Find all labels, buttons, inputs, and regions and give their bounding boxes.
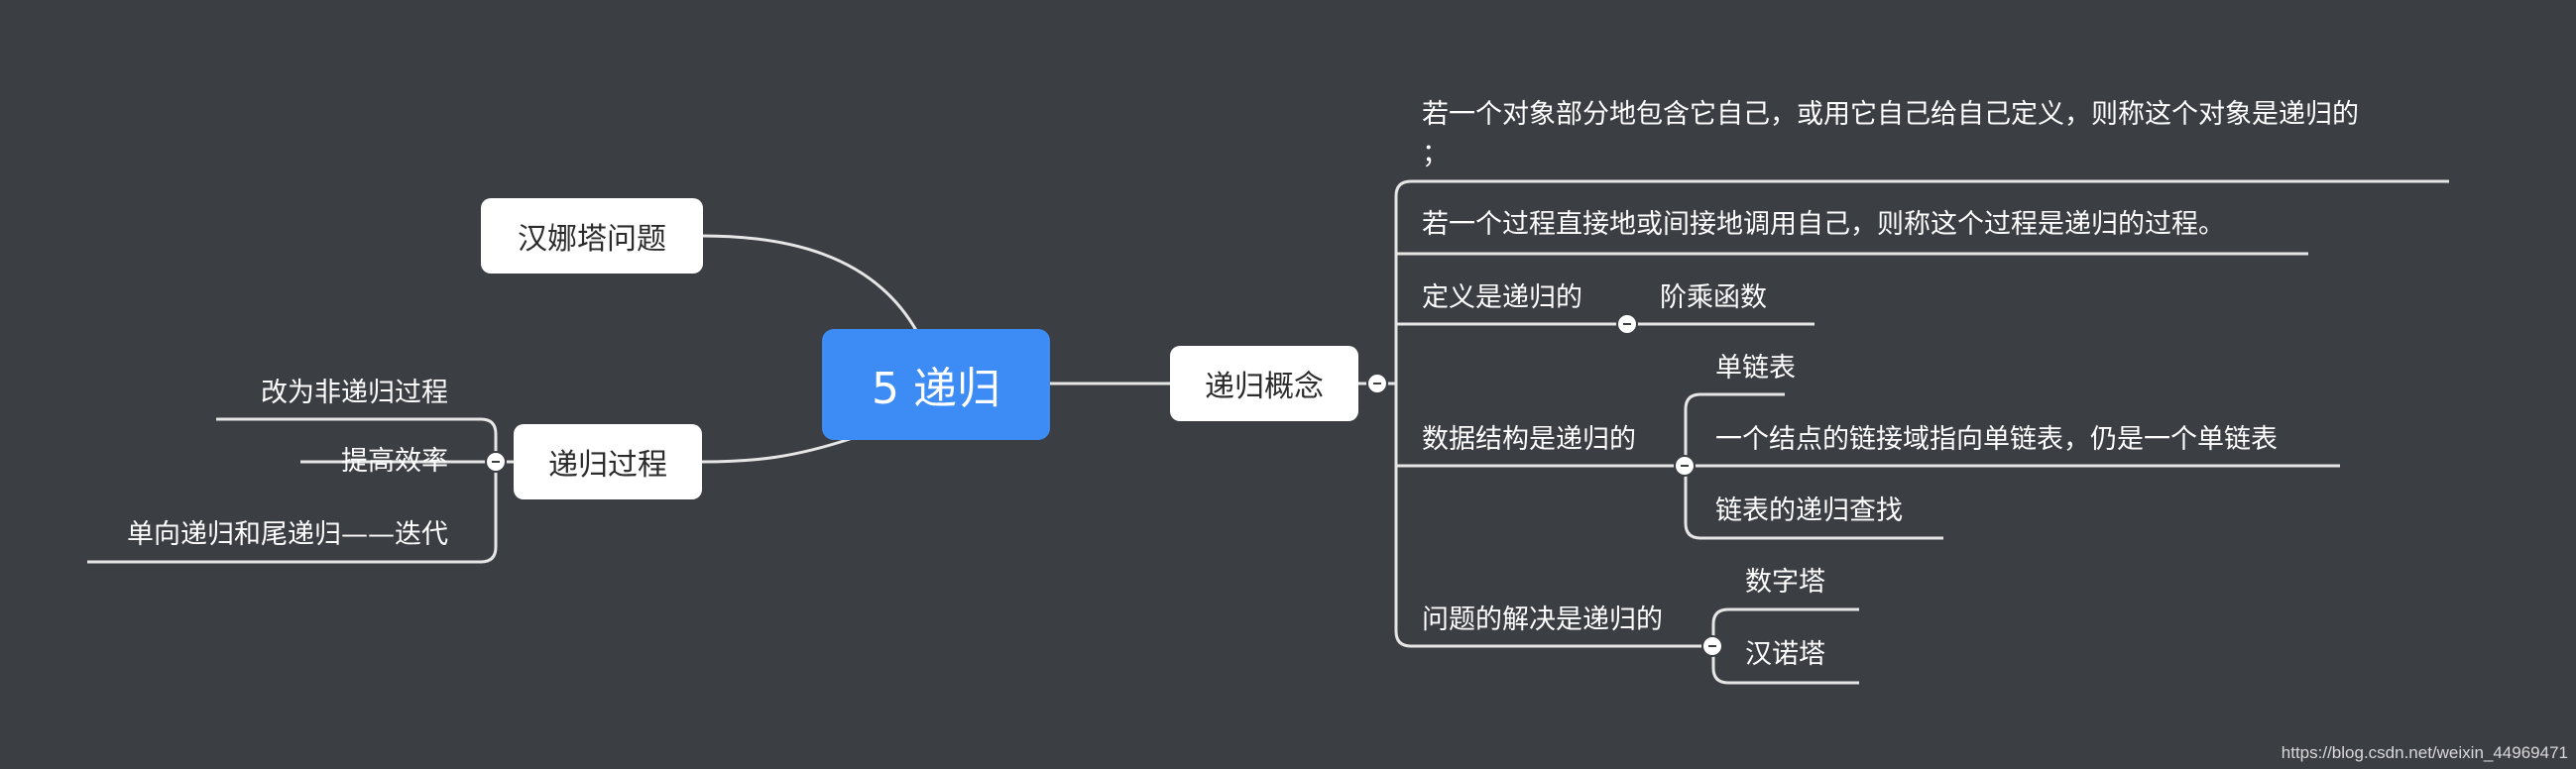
bracket-concept-bottom [1394,466,1713,648]
link-root-hanoi [701,234,919,333]
topic-recursion-process[interactable]: 递归过程 [514,424,702,499]
root-node[interactable]: 5 递归 [822,329,1050,440]
bracket-concept-top [1394,179,2449,384]
bracket-process-1 [216,417,498,462]
bracket-process-3 [87,462,498,564]
leaf-factorial: 阶乘函数 [1660,282,1767,313]
topic-hanoi-label: 汉娜塔问题 [518,222,666,257]
collapse-toggle-problem-solving[interactable] [1701,635,1723,657]
leaf-efficiency: 提高效率 [341,446,448,477]
root-label: 5 递归 [872,364,1000,414]
topic-recursion-process-label: 递归过程 [548,448,667,483]
bracket-data-3 [1684,466,1943,540]
link-root-process [701,436,854,464]
collapse-toggle-definition[interactable] [1616,313,1638,335]
leaf-hanoi-tower: 汉诺塔 [1745,639,1825,670]
bracket-problem-2 [1711,646,1859,685]
leaf-data-structure-recursive: 数据结构是递归的 [1422,424,1636,455]
collapse-toggle-concept[interactable] [1366,373,1388,394]
topic-recursion-concept-label: 递归概念 [1205,370,1324,404]
leaf-linked-node: 一个结点的链接域指向单链表，仍是一个单链表 [1715,424,2278,455]
collapse-toggle-data-structure[interactable] [1674,455,1696,477]
collapse-toggle-process[interactable] [485,451,507,473]
leaf-tail-recursion: 单向递归和尾递归——迭代 [127,519,448,550]
bracket-problem-1 [1711,607,1859,646]
topic-recursion-concept[interactable]: 递归概念 [1170,346,1358,421]
topic-hanoi[interactable]: 汉娜塔问题 [481,198,703,274]
leaf-non-recursive: 改为非递归过程 [261,378,448,408]
leaf-number-tower: 数字塔 [1745,567,1825,598]
watermark: https://blog.csdn.net/weixin_44969471 [2281,743,2568,762]
leaf-singly-linked-list: 单链表 [1715,353,1796,384]
leaf-object-definition-line1: 若一个对象部分地包含它自己，或用它自己给自己定义，则称这个对象是递归的 [1422,99,2359,130]
leaf-object-definition-line2: ； [1422,139,1449,169]
leaf-definition-recursive: 定义是递归的 [1422,282,1582,313]
leaf-process-definition: 若一个过程直接地或间接地调用自己，则称这个过程是递归的过程。 [1422,209,2225,240]
bracket-data-1 [1684,392,1785,466]
leaf-problem-solving-recursive: 问题的解决是递归的 [1422,604,1663,635]
leaf-linked-list-search: 链表的递归查找 [1715,495,1903,526]
